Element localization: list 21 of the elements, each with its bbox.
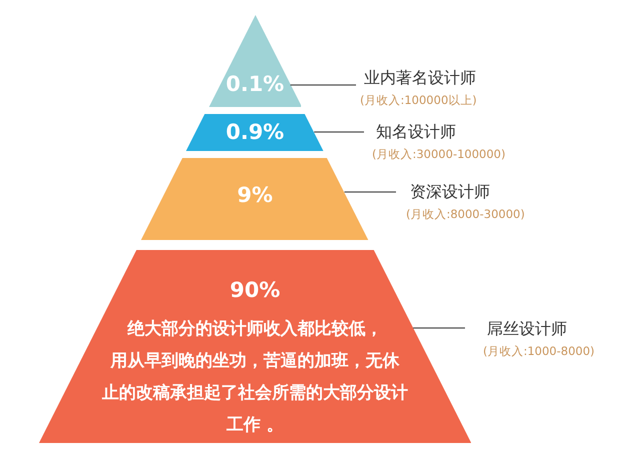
tier-title: 业内著名设计师 [364, 67, 476, 89]
income-note: (月收入:100000以上) [360, 92, 477, 108]
income-note: (月收入:8000-30000) [406, 206, 525, 222]
pyramid-tier [141, 158, 369, 240]
description-text: 绝大部分的设计师收入都比较低，用从早到晚的坐功，苦逼的加班，无休止的改稿承担起了社会所需的大部分设计工作 。 [100, 318, 409, 437]
tier-title: 屌丝设计师 [487, 318, 567, 340]
pyramid-tier [38, 250, 472, 443]
percentage-label: 90% [230, 278, 280, 302]
income-note: (月收入:30000-100000) [372, 146, 506, 162]
leader-line [413, 327, 465, 329]
percentage-label: 0.1% [226, 72, 284, 96]
tier-title: 资深设计师 [410, 181, 490, 203]
pyramid-tier [186, 114, 324, 151]
percentage-label: 9% [237, 183, 273, 207]
percentage-label: 0.9% [226, 120, 284, 144]
tier-title: 知名设计师 [376, 121, 456, 143]
income-note: (月收入:1000-8000) [483, 343, 595, 359]
leader-line [290, 84, 356, 86]
pyramid-tier [208, 15, 302, 107]
leader-line [344, 191, 396, 193]
leader-line [314, 131, 364, 133]
